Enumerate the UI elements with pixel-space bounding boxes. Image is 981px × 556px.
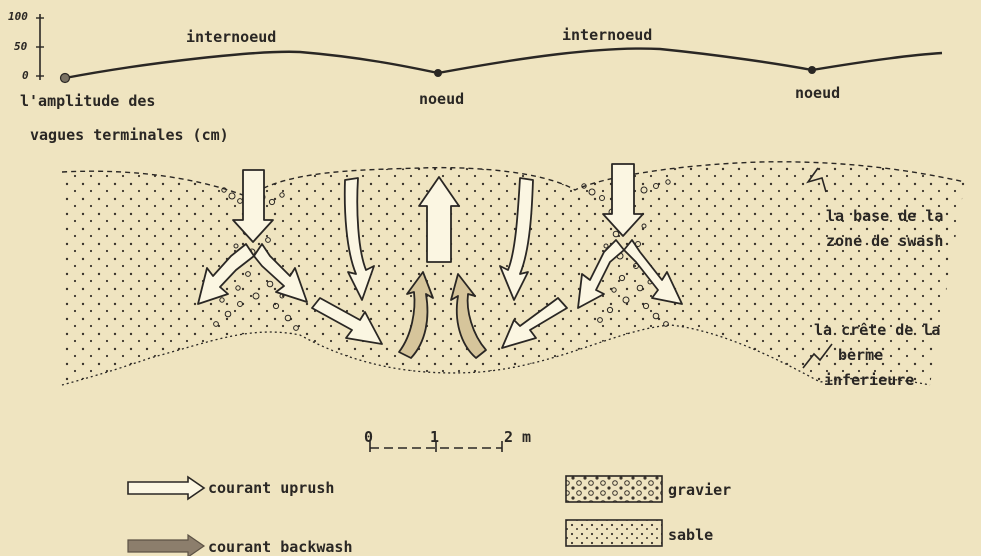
node-label-2: noeud	[795, 84, 840, 102]
legend-backwash-arrow-icon	[128, 535, 204, 556]
legend-uprush-label: courant uprush	[208, 479, 334, 497]
profile-start-point	[61, 74, 70, 83]
axis-tick-100: 100	[8, 10, 28, 23]
node-label-1: noeud	[419, 90, 464, 108]
berm-label-line2: berme	[838, 346, 883, 364]
axis-tick-50: 50	[14, 40, 28, 53]
internode-label-1: internoeud	[186, 28, 276, 46]
scale-bar: 0 1 2 m	[364, 428, 531, 452]
axis-tick-0: 0	[22, 69, 29, 82]
legend-uprush-arrow-icon	[128, 477, 204, 499]
legend-backwash-label: courant backwash	[208, 538, 353, 556]
internode-label-2: internoeud	[562, 26, 652, 44]
amplitude-axis: 100 50 0	[8, 10, 44, 82]
swash-base-label-line1: la base de la	[826, 207, 943, 225]
legend-sand-swatch	[566, 520, 662, 546]
berm-label-line1: la crête de la	[814, 321, 940, 339]
legend-sand-label: sable	[668, 526, 713, 544]
amplitude-label-line2: vagues terminales (cm)	[30, 126, 229, 144]
amplitude-label-line1: l'amplitude des	[20, 92, 155, 110]
legend: courant uprush courant backwash gravier …	[128, 476, 731, 556]
swash-base-label-line2: zone de swash	[826, 232, 943, 250]
node-point-1	[434, 69, 442, 77]
legend-gravel-swatch	[566, 476, 662, 502]
node-point-2	[808, 66, 816, 74]
scale-tick-2: 2 m	[504, 428, 531, 446]
berm-label-line3: inferieure	[824, 371, 914, 389]
legend-gravel-label: gravier	[668, 481, 731, 499]
scale-tick-0: 0	[364, 428, 373, 446]
scale-tick-1: 1	[430, 428, 439, 446]
